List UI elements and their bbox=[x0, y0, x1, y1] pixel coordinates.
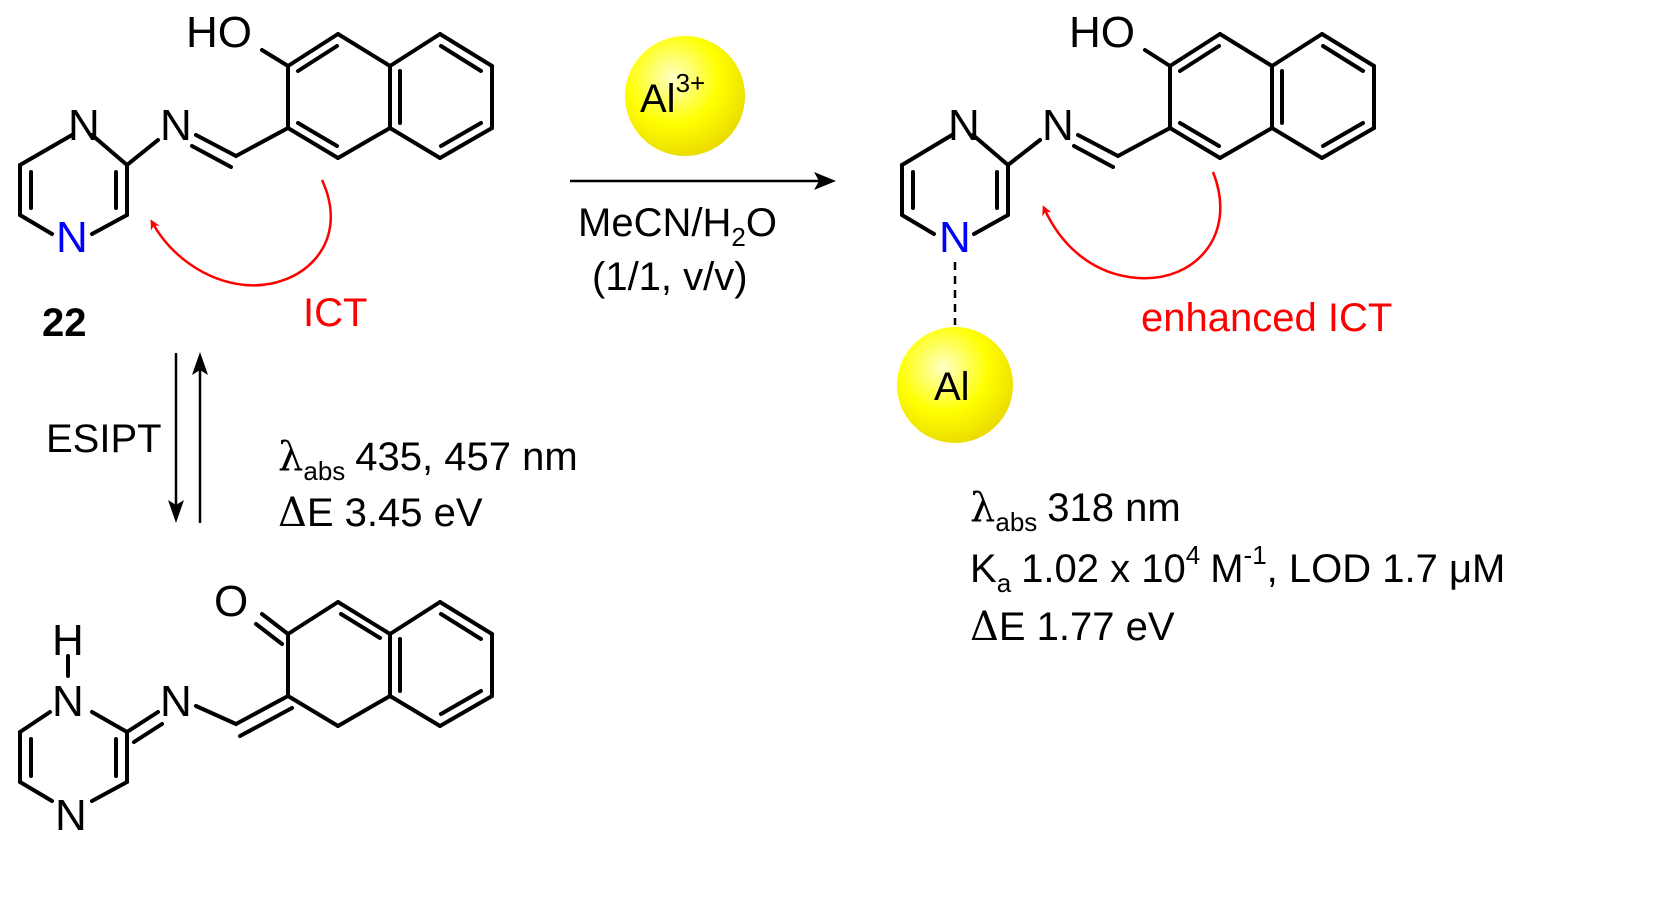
reactant-abs-line: λabs 435, 457 nm bbox=[278, 434, 578, 486]
reaction-arrow-head bbox=[814, 172, 836, 190]
tautomer-nh-n: N bbox=[52, 677, 84, 726]
product-ict-arrow bbox=[1042, 171, 1222, 280]
product-lod-text: , LOD 1.7 μM bbox=[1267, 547, 1506, 591]
product-ka-symbol: K bbox=[970, 547, 997, 591]
reactant-energy-value: E 3.45 eV bbox=[307, 491, 483, 535]
al-ion-label: Al3+ bbox=[640, 68, 705, 121]
reactant-abs-value: 435, 457 nm bbox=[355, 435, 577, 479]
al-metal-sphere bbox=[897, 327, 1013, 443]
product-ka-unit-exponent: -1 bbox=[1244, 540, 1267, 570]
product-abs-subscript: abs bbox=[995, 507, 1037, 537]
reactant-ring-n-top: N bbox=[68, 101, 100, 150]
solvent-ratio-label: (1/1, v/v) bbox=[592, 255, 748, 299]
solvent-subscript: 2 bbox=[731, 222, 745, 252]
product-ka-value: 1.02 x 10 bbox=[1021, 547, 1186, 591]
al-metal-label: Al bbox=[934, 365, 970, 409]
tautomer-structure bbox=[18, 600, 494, 803]
solvent-label: MeCN/H2O bbox=[578, 201, 777, 252]
product-structure bbox=[900, 32, 1376, 325]
reactant-ict-arrow bbox=[150, 179, 333, 287]
product-hydroxyl-label: HO bbox=[1069, 8, 1135, 57]
product-imine-n: N bbox=[1042, 101, 1074, 150]
tautomer-imine-n: N bbox=[160, 677, 192, 726]
al3plus-ion-sphere bbox=[625, 36, 745, 156]
product-energy-line: ΔE 1.77 eV bbox=[970, 604, 1175, 650]
product-ka-unit: M bbox=[1210, 547, 1243, 591]
product-ring-n-top: N bbox=[948, 101, 980, 150]
product-delta-symbol: Δ bbox=[970, 604, 999, 650]
tautomer-ring-n-bottom: N bbox=[55, 791, 87, 840]
product-energy-value: E 1.77 eV bbox=[999, 605, 1175, 649]
reactant-ring-n-bottom: N bbox=[56, 213, 88, 262]
product-ict-label: enhanced ICT bbox=[1141, 296, 1392, 340]
tautomer-nh-h: H bbox=[52, 616, 84, 665]
product-ring-n-bottom: N bbox=[939, 213, 971, 262]
solvent-part-a: MeCN/H bbox=[578, 201, 731, 245]
reactant-structure bbox=[18, 32, 494, 236]
product-lambda-symbol: λ bbox=[970, 485, 995, 531]
solvent-part-b: O bbox=[746, 201, 777, 245]
product-abs-value: 318 nm bbox=[1047, 486, 1180, 530]
product-ka-subscript: a bbox=[997, 568, 1012, 598]
reactant-imine-n: N bbox=[160, 101, 192, 150]
tautomer-keto-o: O bbox=[214, 577, 248, 626]
al-ion-symbol: Al bbox=[640, 77, 676, 121]
al-ion-charge: 3+ bbox=[676, 68, 706, 98]
product-ka-exponent: 4 bbox=[1186, 540, 1200, 570]
equilibrium-arrows bbox=[168, 352, 208, 523]
reactant-hydroxyl-label: HO bbox=[186, 8, 252, 57]
compound-number-label: 22 bbox=[42, 301, 87, 345]
reactant-abs-subscript: abs bbox=[303, 456, 345, 486]
esipt-label: ESIPT bbox=[46, 417, 162, 461]
reactant-delta-symbol: Δ bbox=[278, 490, 307, 536]
reactant-lambda-symbol: λ bbox=[278, 434, 303, 480]
reactant-energy-line: ΔE 3.45 eV bbox=[278, 490, 483, 536]
reactant-ict-label: ICT bbox=[303, 291, 367, 335]
product-abs-line: λabs 318 nm bbox=[970, 485, 1181, 537]
